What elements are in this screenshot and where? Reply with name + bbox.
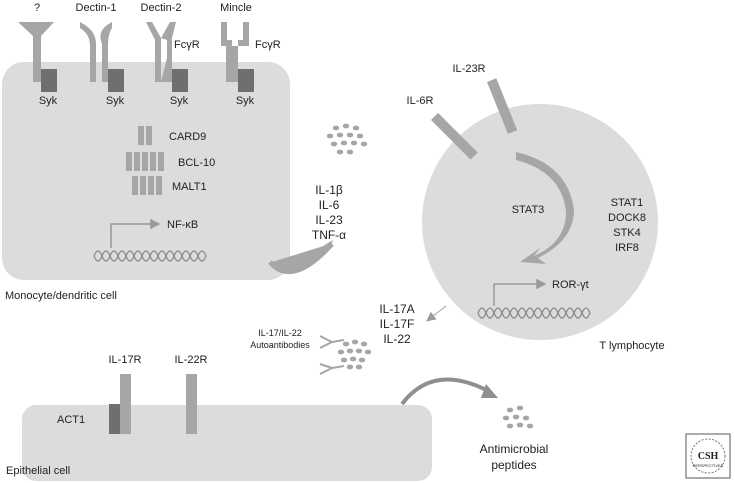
rorgt-label: ROR-γt bbox=[552, 279, 589, 291]
il-17r-receptor bbox=[120, 374, 131, 434]
receptor-label-dectin-1: Dectin-1 bbox=[76, 2, 117, 14]
il-22r-label: IL-22R bbox=[174, 354, 207, 366]
syk-label-1: Syk bbox=[39, 95, 58, 107]
dectin-2-receptor bbox=[146, 22, 176, 82]
t-lymphocyte-body bbox=[422, 104, 658, 340]
rorgt-promoter-arrow bbox=[493, 278, 547, 306]
malt1-label: MALT1 bbox=[172, 181, 207, 193]
il-23r-receptor bbox=[487, 78, 518, 134]
factor-stk4: STK4 bbox=[613, 227, 641, 239]
receptor-label-mincle: Mincle bbox=[220, 2, 252, 14]
card9-label: CARD9 bbox=[169, 131, 206, 143]
antimicrobial-particles bbox=[502, 405, 534, 429]
antibody-icon-upper bbox=[319, 335, 345, 349]
bcl10-complex bbox=[126, 152, 164, 171]
dna-helix-monocyte bbox=[93, 250, 207, 262]
dectin-1-receptor bbox=[80, 22, 112, 82]
syk-label-4: Syk bbox=[236, 95, 255, 107]
epithelial-cell-label: Epithelial cell bbox=[6, 465, 70, 477]
antibody-icon-lower bbox=[319, 363, 345, 375]
syk-kinase-3 bbox=[172, 69, 188, 92]
il17-particles bbox=[337, 339, 372, 370]
il-17r-label: IL-17R bbox=[108, 354, 141, 366]
monocyte-cell-label: Monocyte/dendritic cell bbox=[5, 290, 117, 302]
output-il22: IL-22 bbox=[383, 332, 411, 346]
syk-kinase-4 bbox=[238, 69, 254, 92]
cytokine-il23: IL-23 bbox=[315, 213, 343, 227]
act1-adaptor bbox=[109, 404, 120, 434]
mincle-receptor bbox=[221, 22, 249, 82]
syk-label-3: Syk bbox=[170, 95, 189, 107]
card9-complex bbox=[138, 126, 152, 145]
fcgr-chain-1 bbox=[167, 40, 172, 82]
syk-kinase-1 bbox=[41, 69, 57, 92]
syk-label-2: Syk bbox=[106, 95, 125, 107]
autoantibody-label-line2: Autoantibodies bbox=[250, 340, 310, 350]
il-6r-receptor bbox=[431, 112, 478, 160]
tcell-label: T lymphocyte bbox=[599, 340, 664, 352]
antimicrobial-label-line2: peptides bbox=[491, 458, 536, 472]
output-il17f: IL-17F bbox=[380, 317, 415, 331]
unknown-receptor bbox=[18, 22, 54, 82]
antimicrobial-release-arrowhead bbox=[481, 384, 498, 398]
antimicrobial-release-arrow bbox=[400, 377, 491, 406]
receptor-label-dectin-2: Dectin-2 bbox=[141, 2, 182, 14]
il-23r-label: IL-23R bbox=[452, 63, 485, 75]
nfkb-label: NF-κB bbox=[167, 219, 198, 231]
cytokine-il1b: IL-1β bbox=[315, 183, 343, 197]
malt1-complex bbox=[132, 176, 162, 195]
stat3-label: STAT3 bbox=[512, 204, 545, 216]
fcgr-label-2: FcγR bbox=[255, 39, 281, 51]
logo-text-perspectives: PERSPECTIVES bbox=[693, 463, 724, 468]
cytokine-release-arrow-body bbox=[268, 242, 334, 275]
il-22r-receptor bbox=[186, 374, 197, 434]
stat3-pathway-arrow bbox=[516, 152, 574, 264]
fcgr-label-1: FcγR bbox=[174, 39, 200, 51]
tcell-output-arrow bbox=[426, 305, 447, 322]
factor-stat1: STAT1 bbox=[611, 197, 644, 209]
il-6r-label: IL-6R bbox=[407, 95, 434, 107]
output-il17a: IL-17A bbox=[379, 302, 414, 316]
antimicrobial-label-line1: Antimicrobial bbox=[480, 442, 549, 456]
dna-helix-tcell bbox=[477, 307, 591, 319]
nfkb-promoter-arrow bbox=[110, 218, 161, 248]
logo-text-csh: CSH bbox=[698, 451, 719, 462]
fcgr-chain-2 bbox=[228, 46, 232, 82]
receptor-label-unknown: ? bbox=[34, 2, 40, 14]
autoantibody-label-line1: IL-17/IL-22 bbox=[258, 328, 302, 338]
factor-dock8: DOCK8 bbox=[608, 212, 646, 224]
cytokine-release-arrow bbox=[272, 240, 333, 274]
factor-irf8: IRF8 bbox=[615, 242, 639, 254]
syk-kinase-2 bbox=[108, 69, 124, 92]
cytokine-il6: IL-6 bbox=[319, 198, 340, 212]
act1-label: ACT1 bbox=[57, 414, 85, 426]
cytokine-tnfa: TNF-α bbox=[312, 228, 346, 242]
bcl10-label: BCL-10 bbox=[178, 157, 215, 169]
cytokine-particles bbox=[326, 123, 368, 155]
csh-perspectives-logo: CSH PERSPECTIVES bbox=[685, 433, 731, 479]
